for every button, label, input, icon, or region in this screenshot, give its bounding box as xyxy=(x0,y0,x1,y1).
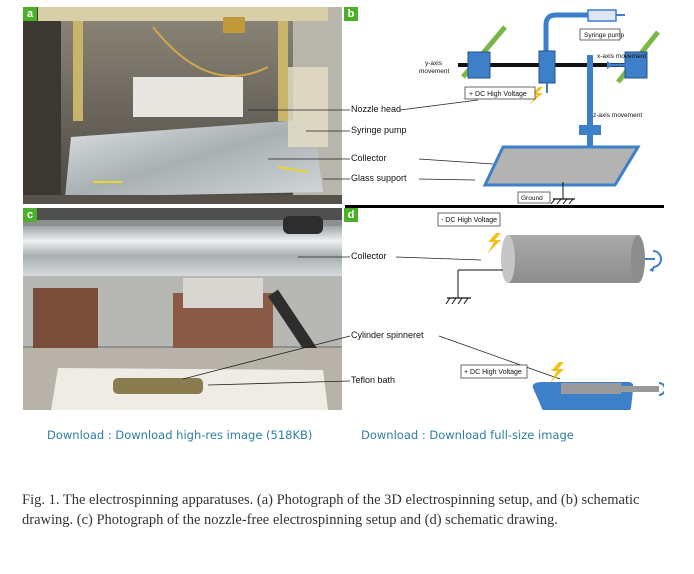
schematic-b-x-axis-label: x-axis movement xyxy=(597,53,646,60)
callout-cylinder-spinneret: Cylinder spinneret xyxy=(351,330,424,340)
figure-caption: Fig. 1. The electrospinning apparatuses.… xyxy=(22,492,640,528)
schematic-3d-setup: Syringe pump y-axis movement x-axis move… xyxy=(419,9,660,204)
download-full-size-link[interactable]: Download : Download full-size image xyxy=(361,428,574,442)
callout-leaders xyxy=(182,99,561,386)
callout-glass-support: Glass support xyxy=(351,173,407,183)
photo-nozzle-free-setup-drawing xyxy=(23,208,342,410)
callout-syringe-pump: Syringe pump xyxy=(351,125,407,135)
callout-teflon-bath: Teflon bath xyxy=(351,375,396,385)
schematic-b-z-axis-label: z-axis movement xyxy=(593,112,642,119)
panel-label-a: a xyxy=(23,7,37,21)
schematic-b-voltage-label: + DC High Voltage xyxy=(469,91,527,98)
schematic-b-ground-label: Ground xyxy=(521,195,543,202)
photo-nozzle-free-setup: c xyxy=(23,208,342,410)
schematic-d-neg-voltage-label: - DC High Voltage xyxy=(441,217,497,224)
panel-divider xyxy=(345,205,664,208)
schematic-d-pos-voltage-label: + DC High Voltage xyxy=(464,369,522,376)
figure-1: a c xyxy=(23,7,664,410)
callout-nozzle-head: Nozzle head xyxy=(351,104,402,114)
panel-label-c: c xyxy=(23,208,37,222)
schematic-b-syringe-label: Syringe pump xyxy=(584,32,624,39)
photo-3d-setup: a xyxy=(23,7,342,204)
panel-label-d: d xyxy=(344,208,358,222)
schematic-b-y-axis-label-1: y-axis xyxy=(425,60,443,67)
panel-label-b: b xyxy=(344,7,358,21)
schematic-nozzle-free-setup: - DC High Voltage + DC High Voltage xyxy=(437,212,664,410)
schematic-b-y-axis-label-2: movement xyxy=(419,68,450,75)
callout-collector-top: Collector xyxy=(351,153,387,163)
callout-collector-bottom: Collector xyxy=(351,251,387,261)
download-high-res-link[interactable]: Download : Download high-res image (518K… xyxy=(47,428,313,442)
photo-3d-setup-drawing xyxy=(23,7,342,204)
